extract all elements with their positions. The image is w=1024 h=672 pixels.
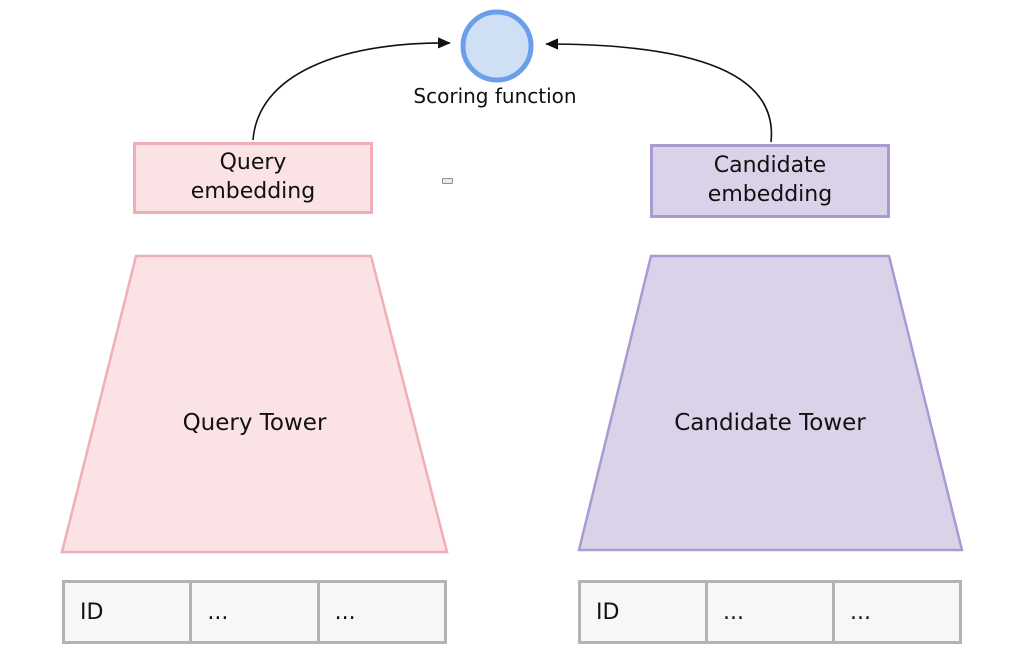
candidate-embedding-box: Candidate embedding (650, 144, 890, 218)
query-input-cell-feature-2: ... (334, 599, 356, 625)
candidate-tower-shape (577, 254, 964, 552)
minus-mark (442, 178, 453, 184)
query-embedding-to-scoring-arrow (252, 37, 451, 141)
candidate-input-cell-feature-2: ... (850, 599, 871, 625)
candidate-input-table: ID ... ... (578, 580, 962, 644)
query-input-cell-feature-1: ... (192, 583, 320, 641)
candidate-input-cell-id: ID (581, 583, 708, 641)
query-input-cell-id: ID (65, 583, 193, 641)
scoring-function-label: Scoring function (413, 84, 577, 108)
candidate-tower-label: Candidate Tower (674, 410, 866, 436)
query-input-table: ID ... ... (62, 580, 447, 644)
scoring-function-node (460, 9, 534, 83)
candidate-input-cell-feature-1: ... (708, 583, 835, 641)
query-tower-shape (60, 254, 449, 554)
candidate-embedding-to-scoring-arrow (545, 38, 773, 143)
query-embedding-box: Query embedding (133, 142, 373, 214)
query-tower-label: Query Tower (182, 410, 327, 436)
